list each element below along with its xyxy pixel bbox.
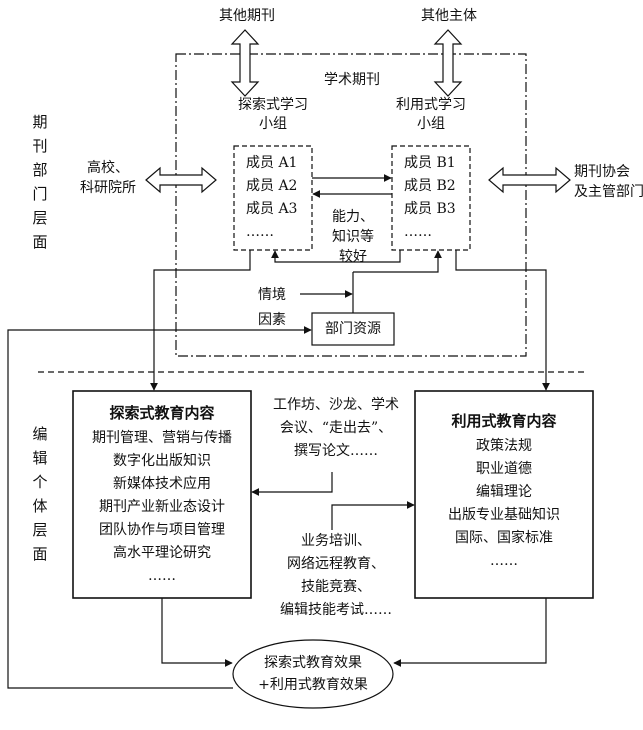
top-left-double-arrow xyxy=(230,29,260,97)
situational-label-2: 因素 xyxy=(258,312,286,328)
top-left-label: 其他期刊 xyxy=(219,8,275,24)
list-item: …… xyxy=(246,224,274,240)
list-item: 职业道德 xyxy=(476,461,532,477)
group-a-members: 成员 A1 成员 A2 成员 A3 …… xyxy=(246,152,297,244)
arrow-ability-feedback xyxy=(271,250,401,263)
group-b-members: 成员 B1 成员 B2 成员 B3 …… xyxy=(404,152,456,244)
top-right-double-arrow xyxy=(433,29,463,97)
group-a-title: 探索式学习小组 xyxy=(238,97,308,132)
exploit-content-box xyxy=(414,390,594,599)
list-item: 成员 B1 xyxy=(404,155,456,171)
arrow-b-to-exploit xyxy=(455,250,550,391)
arrow-methods-to-exploit xyxy=(331,501,415,530)
arrow-a-to-explore xyxy=(150,250,251,391)
explore-methods: 工作坊、沙龙、学术 会议、“走出去”、 撰写论文…… xyxy=(273,397,399,459)
list-item: 国际、国家标准 xyxy=(455,530,553,546)
arrow-exploit-to-effect xyxy=(393,598,547,667)
top-right-label: 其他主体 xyxy=(421,8,477,24)
left-external: 高校、科研院所 xyxy=(80,160,136,196)
effect-label: 探索式教育效果+利用式教育效果 xyxy=(258,655,368,693)
right-external: 期刊协会及主管部门 xyxy=(574,164,643,200)
journal-label: 学术期刊 xyxy=(324,72,380,88)
arrow-explore-to-effect xyxy=(161,598,233,667)
list-item: …… xyxy=(404,224,432,240)
ability-note: 能力、知识等较好 xyxy=(332,209,374,265)
arrow-effect-feedback xyxy=(7,326,312,689)
list-item: 成员 A2 xyxy=(246,178,298,194)
layer-journal-label: 期刊部门层面 xyxy=(32,113,48,251)
dept-resources-label: 部门资源 xyxy=(325,321,381,337)
exploit-content-title: 利用式教育内容 xyxy=(451,412,557,430)
left-double-arrow xyxy=(145,166,217,194)
list-item: 新媒体技术应用 xyxy=(113,476,211,492)
list-item: 成员 B3 xyxy=(404,201,456,217)
group-b-box xyxy=(391,145,471,251)
list-item: 高水平理论研究 xyxy=(113,545,211,561)
exploit-methods: 业务培训、 网络远程教育、 技能竞赛、 编辑技能考试…… xyxy=(280,533,392,618)
group-a-box xyxy=(233,145,313,251)
arrow-to-group-b xyxy=(353,250,442,273)
list-item: 期刊产业新业态设计 xyxy=(99,499,225,515)
list-item: 成员 A3 xyxy=(246,201,298,217)
situational-label-1: 情境 xyxy=(258,287,286,303)
arrow-methods-to-explore xyxy=(251,472,333,496)
list-item: 政策法规 xyxy=(476,438,532,454)
list-item: 期刊管理、营销与传播 xyxy=(92,430,232,446)
list-item: 成员 A1 xyxy=(246,155,298,171)
list-item: …… xyxy=(148,568,176,584)
journal-boundary xyxy=(175,53,527,357)
right-double-arrow xyxy=(488,166,571,194)
list-item: 编辑理论 xyxy=(476,484,532,500)
list-item: …… xyxy=(490,553,518,569)
explore-content: 探索式教育内容 期刊管理、营销与传播 数字化出版知识 新媒体技术应用 期刊产业新… xyxy=(73,402,251,588)
effect-ellipse xyxy=(232,639,394,709)
group-b-title: 利用式学习小组 xyxy=(396,97,466,132)
explore-content-title: 探索式教育内容 xyxy=(109,404,215,422)
layer-individual-label: 编辑个体层面 xyxy=(32,425,48,563)
list-item: 成员 B2 xyxy=(404,178,456,194)
list-item: 出版专业基础知识 xyxy=(448,507,560,523)
exploit-content: 利用式教育内容 政策法规 职业道德 编辑理论 出版专业基础知识 国际、国家标准 … xyxy=(415,410,593,573)
list-item: 团队协作与项目管理 xyxy=(99,522,225,538)
list-item: 数字化出版知识 xyxy=(113,453,211,469)
